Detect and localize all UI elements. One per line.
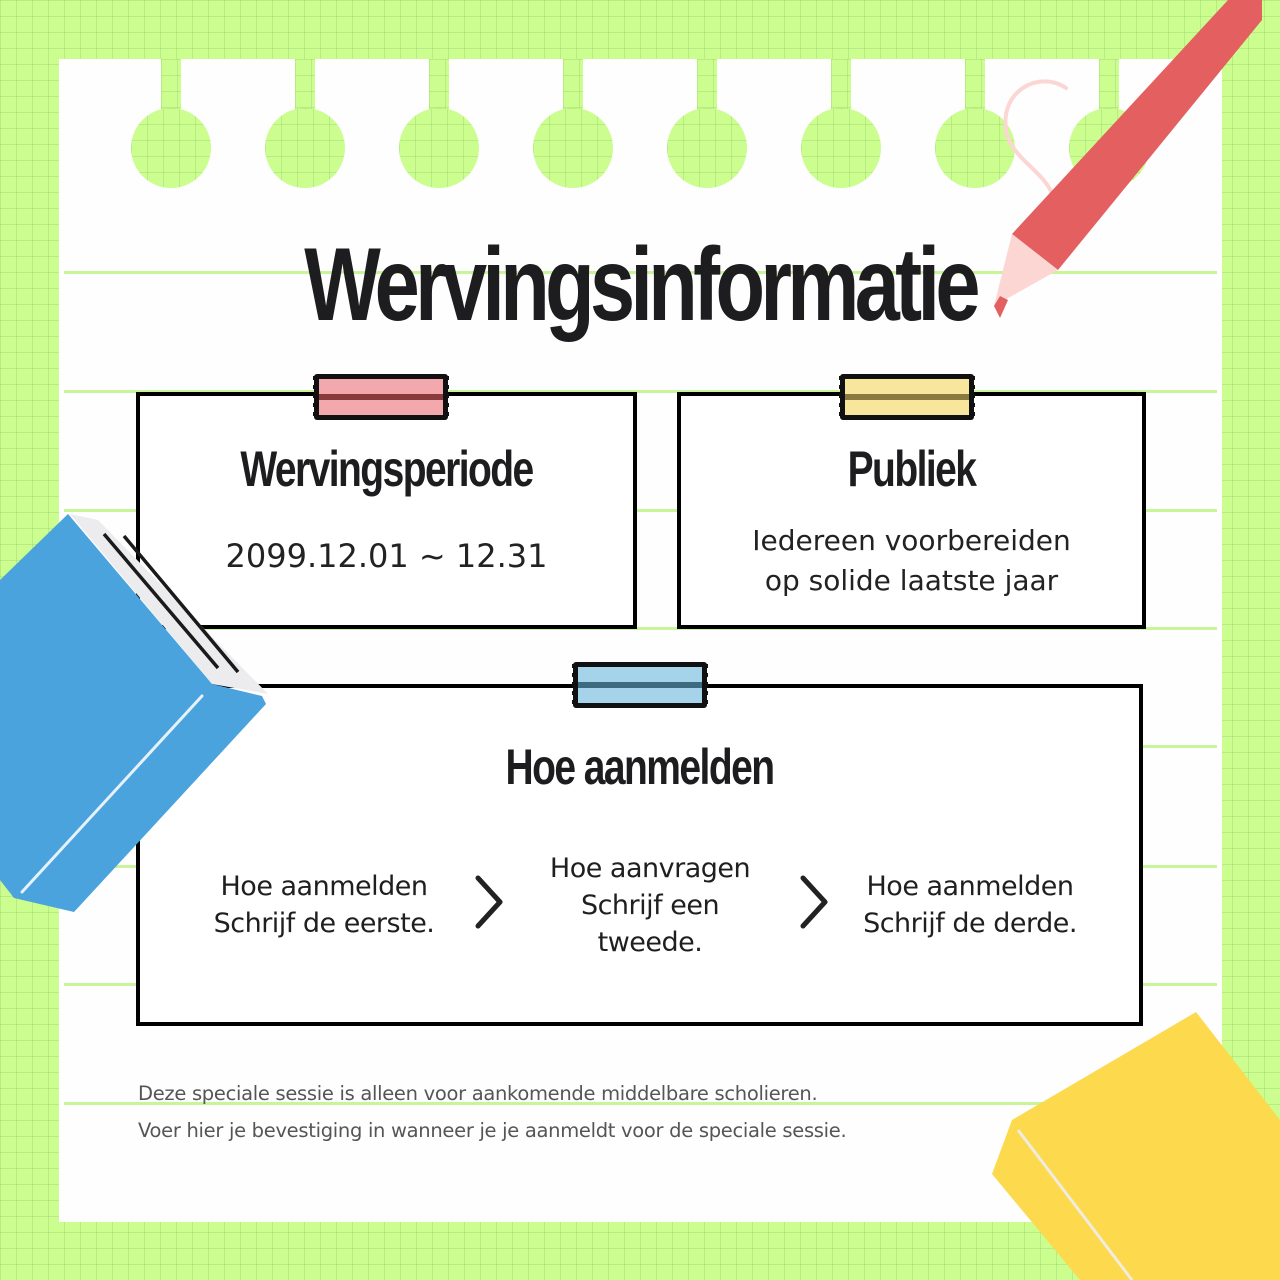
card-recruitment-period: Wervingsperiode 2099.12.01 ~ 12.31 [136,392,637,629]
binder-hole-stem [697,59,717,119]
note-line-1: Deze speciale sessie is alleen voor aank… [138,1082,818,1105]
binder-hole [1069,108,1149,188]
step-3: Hoe aanmelden Schrijf de derde. [820,868,1120,942]
ruled-line [64,1102,1217,1105]
card-title: Hoe aanmelden [505,739,776,795]
binder-hole-stem [831,59,851,119]
step-1-line-1: Hoe aanmelden [220,871,429,902]
binder-hole-stem [429,59,449,119]
step-1-line-2: Schrijf de eerste. [213,908,435,939]
binder-hole [399,108,479,188]
step-2-line-2: Schrijf een [580,890,720,921]
binder-hole [131,108,211,188]
step-2: Hoe aanvragen Schrijf een tweede. [500,850,800,961]
note-line-2: Voer hier je bevestiging in wanneer je j… [138,1119,847,1142]
recruitment-period-value: 2099.12.01 ~ 12.31 [225,537,548,575]
binder-hole [667,108,747,188]
audience-line-2: op solide laatste jaar [764,564,1059,597]
card-how-to-apply: Hoe aanmelden Hoe aanmelden Schrijf de e… [136,684,1143,1026]
card-title: Publiek [847,441,977,497]
binder-hole-stem [295,59,315,119]
step-1: Hoe aanmelden Schrijf de eerste. [174,868,474,942]
step-2-line-1: Hoe aanvragen [549,853,751,884]
binder-hole [265,108,345,188]
binder-hole-stem [965,59,985,119]
binder-hole-stem [161,59,181,119]
step-3-line-1: Hoe aanmelden [866,871,1075,902]
binder-hole [801,108,881,188]
ruled-line [64,627,1217,630]
chevron-right-icon [475,875,503,929]
ruled-line [64,390,1217,393]
binder-hole-stem [563,59,583,119]
card-title: Wervingsperiode [240,441,534,497]
ruled-line [64,271,1217,274]
tape-blue [572,662,708,708]
binder-hole [533,108,613,188]
chevron-right-icon [800,875,828,929]
ruled-line [64,509,1217,512]
step-2-line-3: tweede. [597,927,703,958]
audience-line-1: Iedereen voorbereiden [752,524,1071,557]
page-title: Wervingsinformatie [304,227,980,343]
tape-yellow [839,374,975,420]
step-3-line-2: Schrijf de derde. [863,908,1077,939]
binder-hole [935,108,1015,188]
tape-pink [313,374,449,420]
card-audience: Publiek Iedereen voorbereiden op solide … [677,392,1146,629]
